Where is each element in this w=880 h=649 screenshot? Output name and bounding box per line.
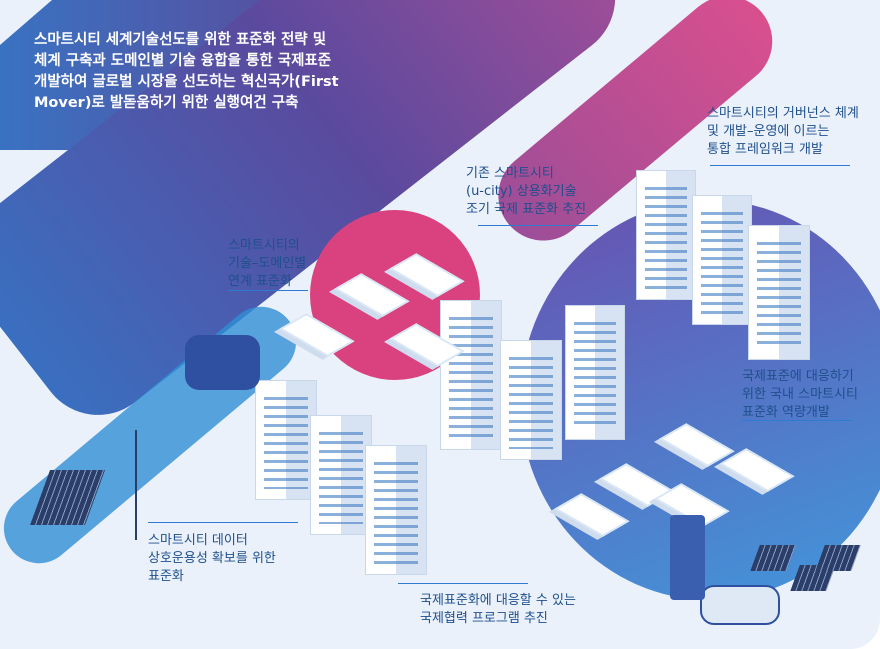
building (692, 195, 752, 325)
callout-domain-link: 스마트시티의 기술–도메인별 연계 표준화 (228, 238, 307, 289)
callout-intl-program: 국제표준화에 대응할 수 있는 국제협력 프로그램 추진 (420, 593, 576, 626)
power-tower-icon (135, 430, 137, 540)
headline-text: 스마트시티 세계기술선도를 위한 표준화 전략 및 체계 구축과 도메인별 기술… (34, 32, 339, 111)
callout-governance: 스마트시티의 거버넌스 체계 및 개발–운영에 이르는 통합 프레임워크 개발 (707, 106, 859, 157)
leader-line (398, 583, 528, 584)
leader-line (710, 165, 850, 166)
building (310, 415, 372, 535)
callout-data-interop: 스마트시티 데이터 상호운용성 확보를 위한 표준화 (148, 533, 276, 584)
leader-line (742, 420, 852, 421)
building (636, 170, 696, 300)
building (565, 305, 625, 440)
building (440, 300, 502, 450)
callout-domestic: 국제표준에 대응하기 위한 국내 스마트시티 표준화 역량개발 (742, 369, 858, 420)
leader-line (478, 225, 598, 226)
electric-car-icon (700, 585, 780, 625)
callout-ucity: 기존 스마트시티 (u-city) 상용화기술 조기 국제 표준화 추진 (466, 166, 587, 217)
autonomous-bus-icon (185, 335, 260, 390)
charging-station-icon (670, 515, 705, 600)
building (500, 340, 562, 460)
building (748, 225, 810, 360)
leader-line (148, 522, 298, 523)
solar-panel-icon (815, 545, 861, 571)
leader-line (228, 290, 308, 291)
building (365, 445, 427, 575)
building (255, 380, 317, 500)
